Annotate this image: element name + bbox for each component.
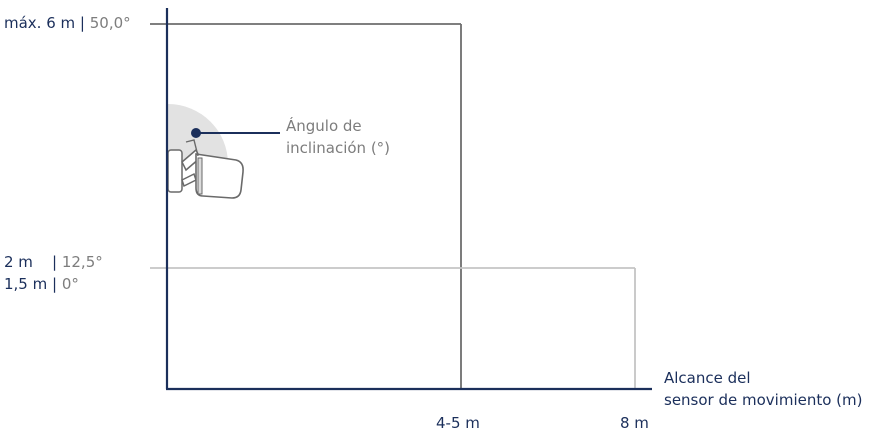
- camera-icon: [167, 139, 244, 199]
- tilt-angle-label-line1: Ángulo de: [286, 117, 362, 135]
- x-axis-title-line1: Alcance del: [664, 369, 751, 387]
- tilt-angle-label-line2: inclinación (°): [286, 139, 391, 157]
- mid-height-separator: |: [52, 253, 58, 271]
- x-tick-far-range: 8 m: [620, 414, 649, 432]
- max-angle-value: 50,0°: [89, 14, 131, 32]
- x-axis-title-line2: sensor de movimiento (m): [664, 391, 863, 409]
- x-tick-mid-range: 4-5 m: [436, 414, 480, 432]
- max-height-label: máx. 6 m | 50,0°: [4, 14, 131, 32]
- low-height-value: 1,5 m: [4, 275, 48, 293]
- low-angle-value: 0°: [61, 275, 79, 293]
- mid-angle-value: 12,5°: [61, 253, 103, 271]
- low-height-separator: |: [52, 275, 58, 293]
- low-height-label: 1,5 m | 0°: [4, 275, 79, 293]
- max-height-value: máx. 6 m: [4, 14, 76, 32]
- mid-height-value: 2 m: [4, 253, 33, 271]
- max-height-separator: |: [79, 14, 85, 32]
- mid-height-label: 2 m | 12,5°: [4, 253, 103, 271]
- lower-range-frame: [150, 267, 636, 389]
- upper-range-frame: [150, 23, 462, 389]
- dot-icon: [191, 128, 201, 138]
